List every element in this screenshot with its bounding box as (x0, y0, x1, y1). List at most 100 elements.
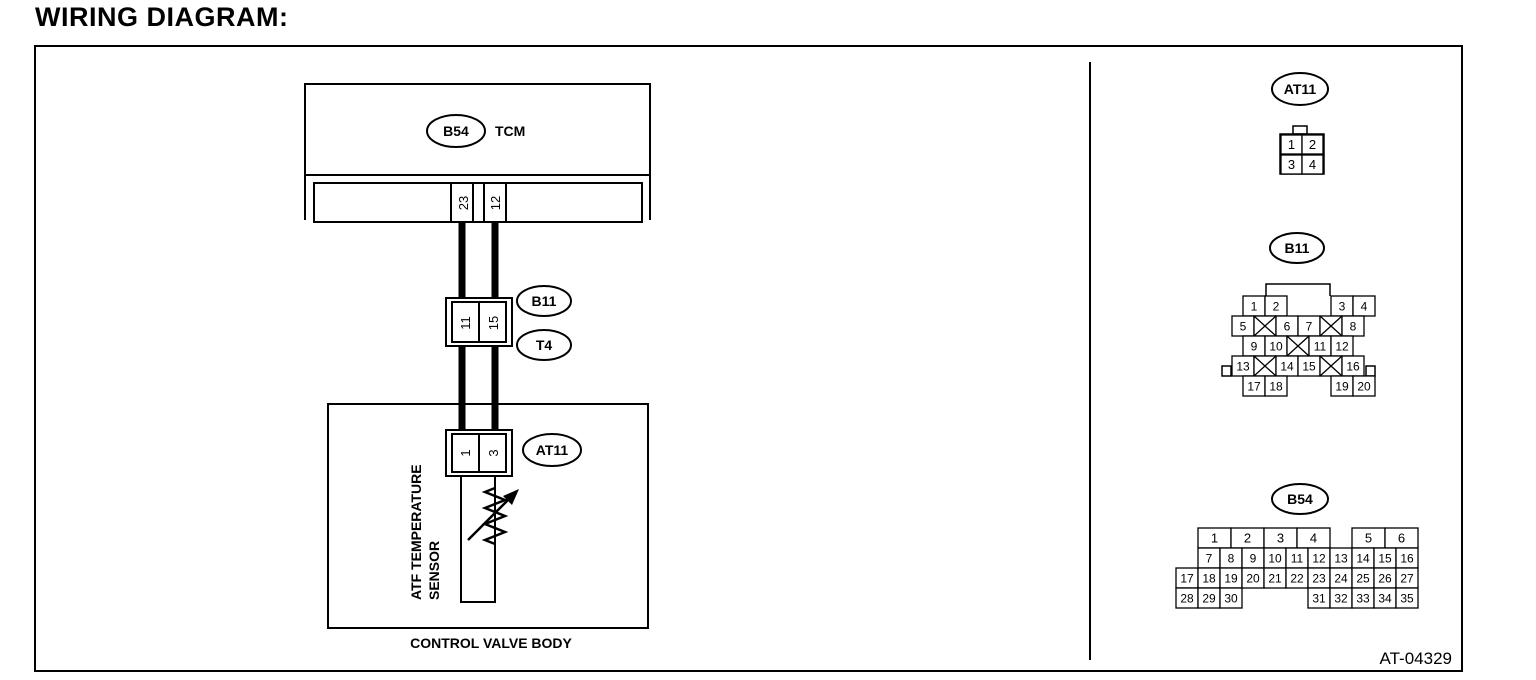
control-valve-body-box (327, 403, 649, 629)
blank-cell-mark (1319, 315, 1343, 337)
b54-pin-19: 19 (1224, 571, 1238, 585)
b54-pin-33: 33 (1356, 591, 1370, 605)
connector-badge (426, 114, 486, 148)
b11-pin-5: 5 (1240, 319, 1247, 333)
connector-badge (522, 433, 582, 467)
b54-pin-24: 24 (1334, 571, 1348, 585)
b54-pin-5: 5 (1365, 531, 1372, 546)
at11-pin-1: 1 (1288, 137, 1295, 152)
at11-pin-2: 2 (1309, 137, 1316, 152)
b54-pin-6: 6 (1398, 531, 1405, 546)
page-title: WIRING DIAGRAM: (35, 2, 289, 32)
b11-pin-18: 18 (1269, 379, 1283, 393)
tcm-connector-label: B54 (443, 123, 469, 139)
joint-connector: 11 15 B11 T4 (445, 285, 572, 361)
tcm-unit: 23 12 B54 TCM (304, 83, 651, 223)
b54-pin-18: 18 (1202, 571, 1216, 585)
blank-cell-mark (1253, 355, 1277, 377)
b11-pin-12: 12 (1335, 339, 1349, 353)
b54-pin-14: 14 (1356, 551, 1370, 565)
blank-cell-mark (1286, 335, 1310, 357)
thermistor-arrowhead (503, 489, 519, 505)
b11-pin-9: 9 (1251, 339, 1258, 353)
b54-pin-15: 15 (1378, 551, 1392, 565)
tcm-pin-23: 23 (456, 196, 471, 210)
b54-pin-10: 10 (1268, 551, 1282, 565)
b11-pin-16: 16 (1346, 359, 1360, 373)
joint-pin-11: 11 (458, 316, 473, 330)
at11-view-label: AT11 (1284, 81, 1317, 97)
harness-wires (458, 222, 499, 432)
b54-pin-27: 27 (1400, 571, 1414, 585)
b11-pin-2: 2 (1273, 299, 1280, 313)
b54-pin-9: 9 (1250, 551, 1257, 565)
b11-pin-1: 1 (1251, 299, 1258, 313)
connector-latch (1292, 125, 1308, 135)
b54-pin-7: 7 (1206, 551, 1213, 565)
sensor-connector-label: AT11 (536, 442, 569, 458)
b54-pin-16: 16 (1400, 551, 1414, 565)
b54-pin-3: 3 (1277, 531, 1284, 546)
blank-cell-mark (1253, 315, 1277, 337)
b54-pin-30: 30 (1224, 591, 1238, 605)
b11-pin-6: 6 (1284, 319, 1291, 333)
tcm-connector-block (313, 182, 643, 223)
thermistor-symbol (481, 486, 509, 546)
joint-connector-top-label: B11 (532, 293, 557, 309)
tcm-pin-12: 12 (488, 196, 503, 210)
b54-pin-4: 4 (1310, 531, 1317, 546)
b11-pin-11: 11 (1314, 339, 1327, 353)
pin-cell (1301, 134, 1324, 155)
b11-view-label: B11 (1285, 240, 1310, 256)
b54-pin-11: 11 (1291, 551, 1304, 565)
diagram-frame (34, 45, 1463, 672)
blank-cell-mark (1319, 355, 1343, 377)
pin-cell (1352, 375, 1376, 397)
b54-pin-23: 23 (1312, 571, 1326, 585)
b11-pin-3: 3 (1339, 299, 1346, 313)
b11-pin-15: 15 (1302, 359, 1316, 373)
b54-pin-1: 1 (1211, 531, 1218, 546)
b54-pin-17: 17 (1180, 571, 1194, 585)
connector-badge (1269, 232, 1325, 264)
b54-pin-35: 35 (1400, 591, 1414, 605)
sensor-pin-1: 1 (458, 449, 473, 456)
b54-pin-25: 25 (1356, 571, 1370, 585)
joint-connector-bottom-label: T4 (536, 337, 553, 353)
sensor-label-line1: ATF TEMPERATURE (408, 464, 424, 600)
at11-pin-4: 4 (1309, 157, 1316, 172)
enclosure-label: CONTROL VALVE BODY (410, 635, 572, 651)
sensor-label-line2: SENSOR (426, 541, 442, 600)
b11-pin-7: 7 (1306, 319, 1313, 333)
b11-pin-14: 14 (1280, 359, 1294, 373)
thermistor-arrow (467, 495, 513, 541)
b54-pin-8: 8 (1228, 551, 1235, 565)
b54-pin-20: 20 (1246, 571, 1260, 585)
b54-pin-12: 12 (1312, 551, 1326, 565)
pin-cell (1395, 587, 1419, 609)
connector-latch (1265, 283, 1331, 296)
b54-pin-28: 28 (1180, 591, 1194, 605)
b11-pin-10: 10 (1269, 339, 1283, 353)
b11-pin-17: 17 (1247, 379, 1261, 393)
connector-badge (516, 285, 572, 317)
b11-pin-13: 13 (1236, 359, 1250, 373)
b54-pin-32: 32 (1334, 591, 1348, 605)
b54-pin-31: 31 (1312, 591, 1326, 605)
connector-badge (1271, 483, 1329, 515)
b11-pin-20: 20 (1357, 379, 1371, 393)
b11-pin-4: 4 (1361, 299, 1368, 313)
b54-pin-13: 13 (1334, 551, 1348, 565)
pin-cell (1301, 154, 1324, 175)
b54-view-label: B54 (1287, 491, 1313, 507)
b11-pin-19: 19 (1335, 379, 1349, 393)
b11-pin-8: 8 (1350, 319, 1357, 333)
pin-cell (1264, 375, 1288, 397)
b54-pin-2: 2 (1244, 531, 1251, 546)
joint-pin-15: 15 (486, 316, 501, 330)
at11-pin-3: 3 (1288, 157, 1295, 172)
control-valve-body: CONTROL VALVE BODY 1 3 AT11 ATF TEMPERAT… (327, 403, 649, 651)
